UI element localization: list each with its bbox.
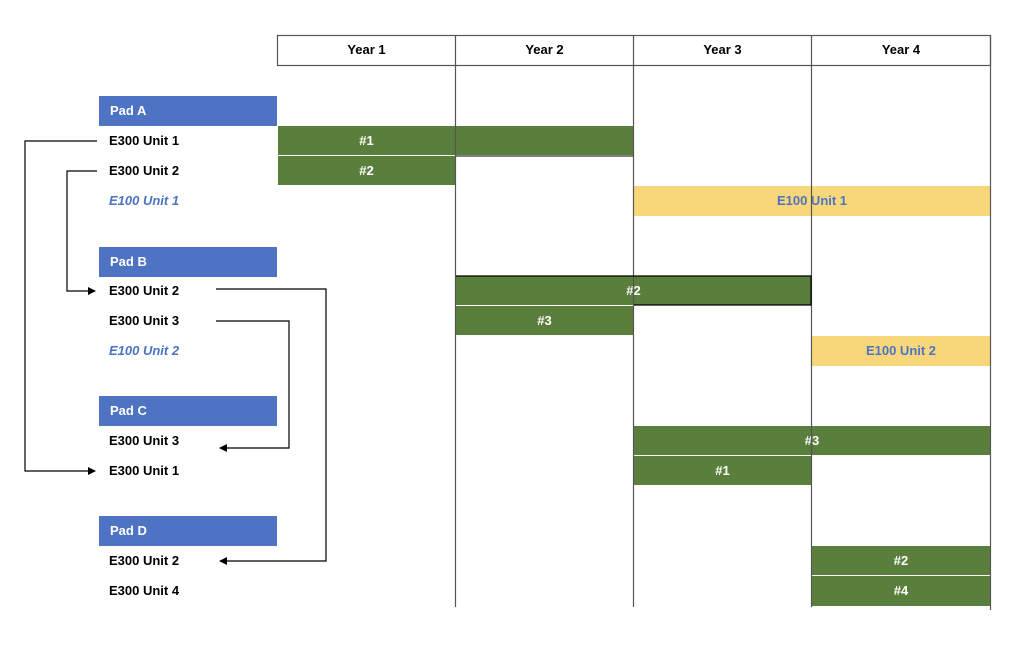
pad-a-header: Pad A xyxy=(99,96,277,126)
bar-pad-b-e300-unit-3: #3 xyxy=(456,306,633,335)
pad-b-row-e100-unit-2: E100 Unit 2 xyxy=(109,343,180,358)
pad-a-row-e300-unit-2: E300 Unit 2 xyxy=(109,163,180,178)
pad-c-row-e300-unit-1: E300 Unit 1 xyxy=(109,463,180,478)
pad-a-row-e300-unit-1: E300 Unit 1 xyxy=(109,133,180,148)
bar-pad-c-e300-unit-1: #1 xyxy=(634,456,811,485)
move-arrow-e300-unit-1-a-to-c xyxy=(24,140,97,475)
pad-a-row-e100-unit-1: E100 Unit 1 xyxy=(109,193,180,208)
pad-b-row-e300-unit-3: E300 Unit 3 xyxy=(109,313,180,328)
year-1-header: Year 1 xyxy=(347,42,386,57)
bar-label: #1 xyxy=(359,133,374,148)
pad-c-row-e300-unit-3: E300 Unit 3 xyxy=(109,433,180,448)
year-4-header: Year 4 xyxy=(881,42,921,57)
pad-d-header: Pad D xyxy=(99,516,277,546)
bar-outline xyxy=(456,275,812,306)
pad-c-header: Pad C xyxy=(99,396,277,426)
year-2-header: Year 2 xyxy=(525,42,564,57)
pad-b-row-e300-unit-2: E300 Unit 2 xyxy=(109,283,180,298)
bar-pad-b-e100-unit-2: E100 Unit 2 xyxy=(812,336,990,366)
pad-d-row-e300-unit-4: E300 Unit 4 xyxy=(109,583,180,598)
move-arrow-e300-unit-3-b-to-c xyxy=(216,320,290,452)
move-arrow-e300-unit-2-a-to-b xyxy=(66,170,97,295)
pad-b-header: Pad B xyxy=(99,247,277,277)
year-3-header: Year 3 xyxy=(703,42,742,57)
bar-pad-a-e300-unit-2: #2 xyxy=(278,156,455,185)
move-arrow-e300-unit-2-b-to-d xyxy=(216,288,327,565)
pad-d-row-e300-unit-2: E300 Unit 2 xyxy=(109,553,180,568)
bar-pad-d-e300-unit-2: #2 xyxy=(812,546,990,575)
bar-pad-d-e300-unit-4: #4 xyxy=(812,576,990,606)
